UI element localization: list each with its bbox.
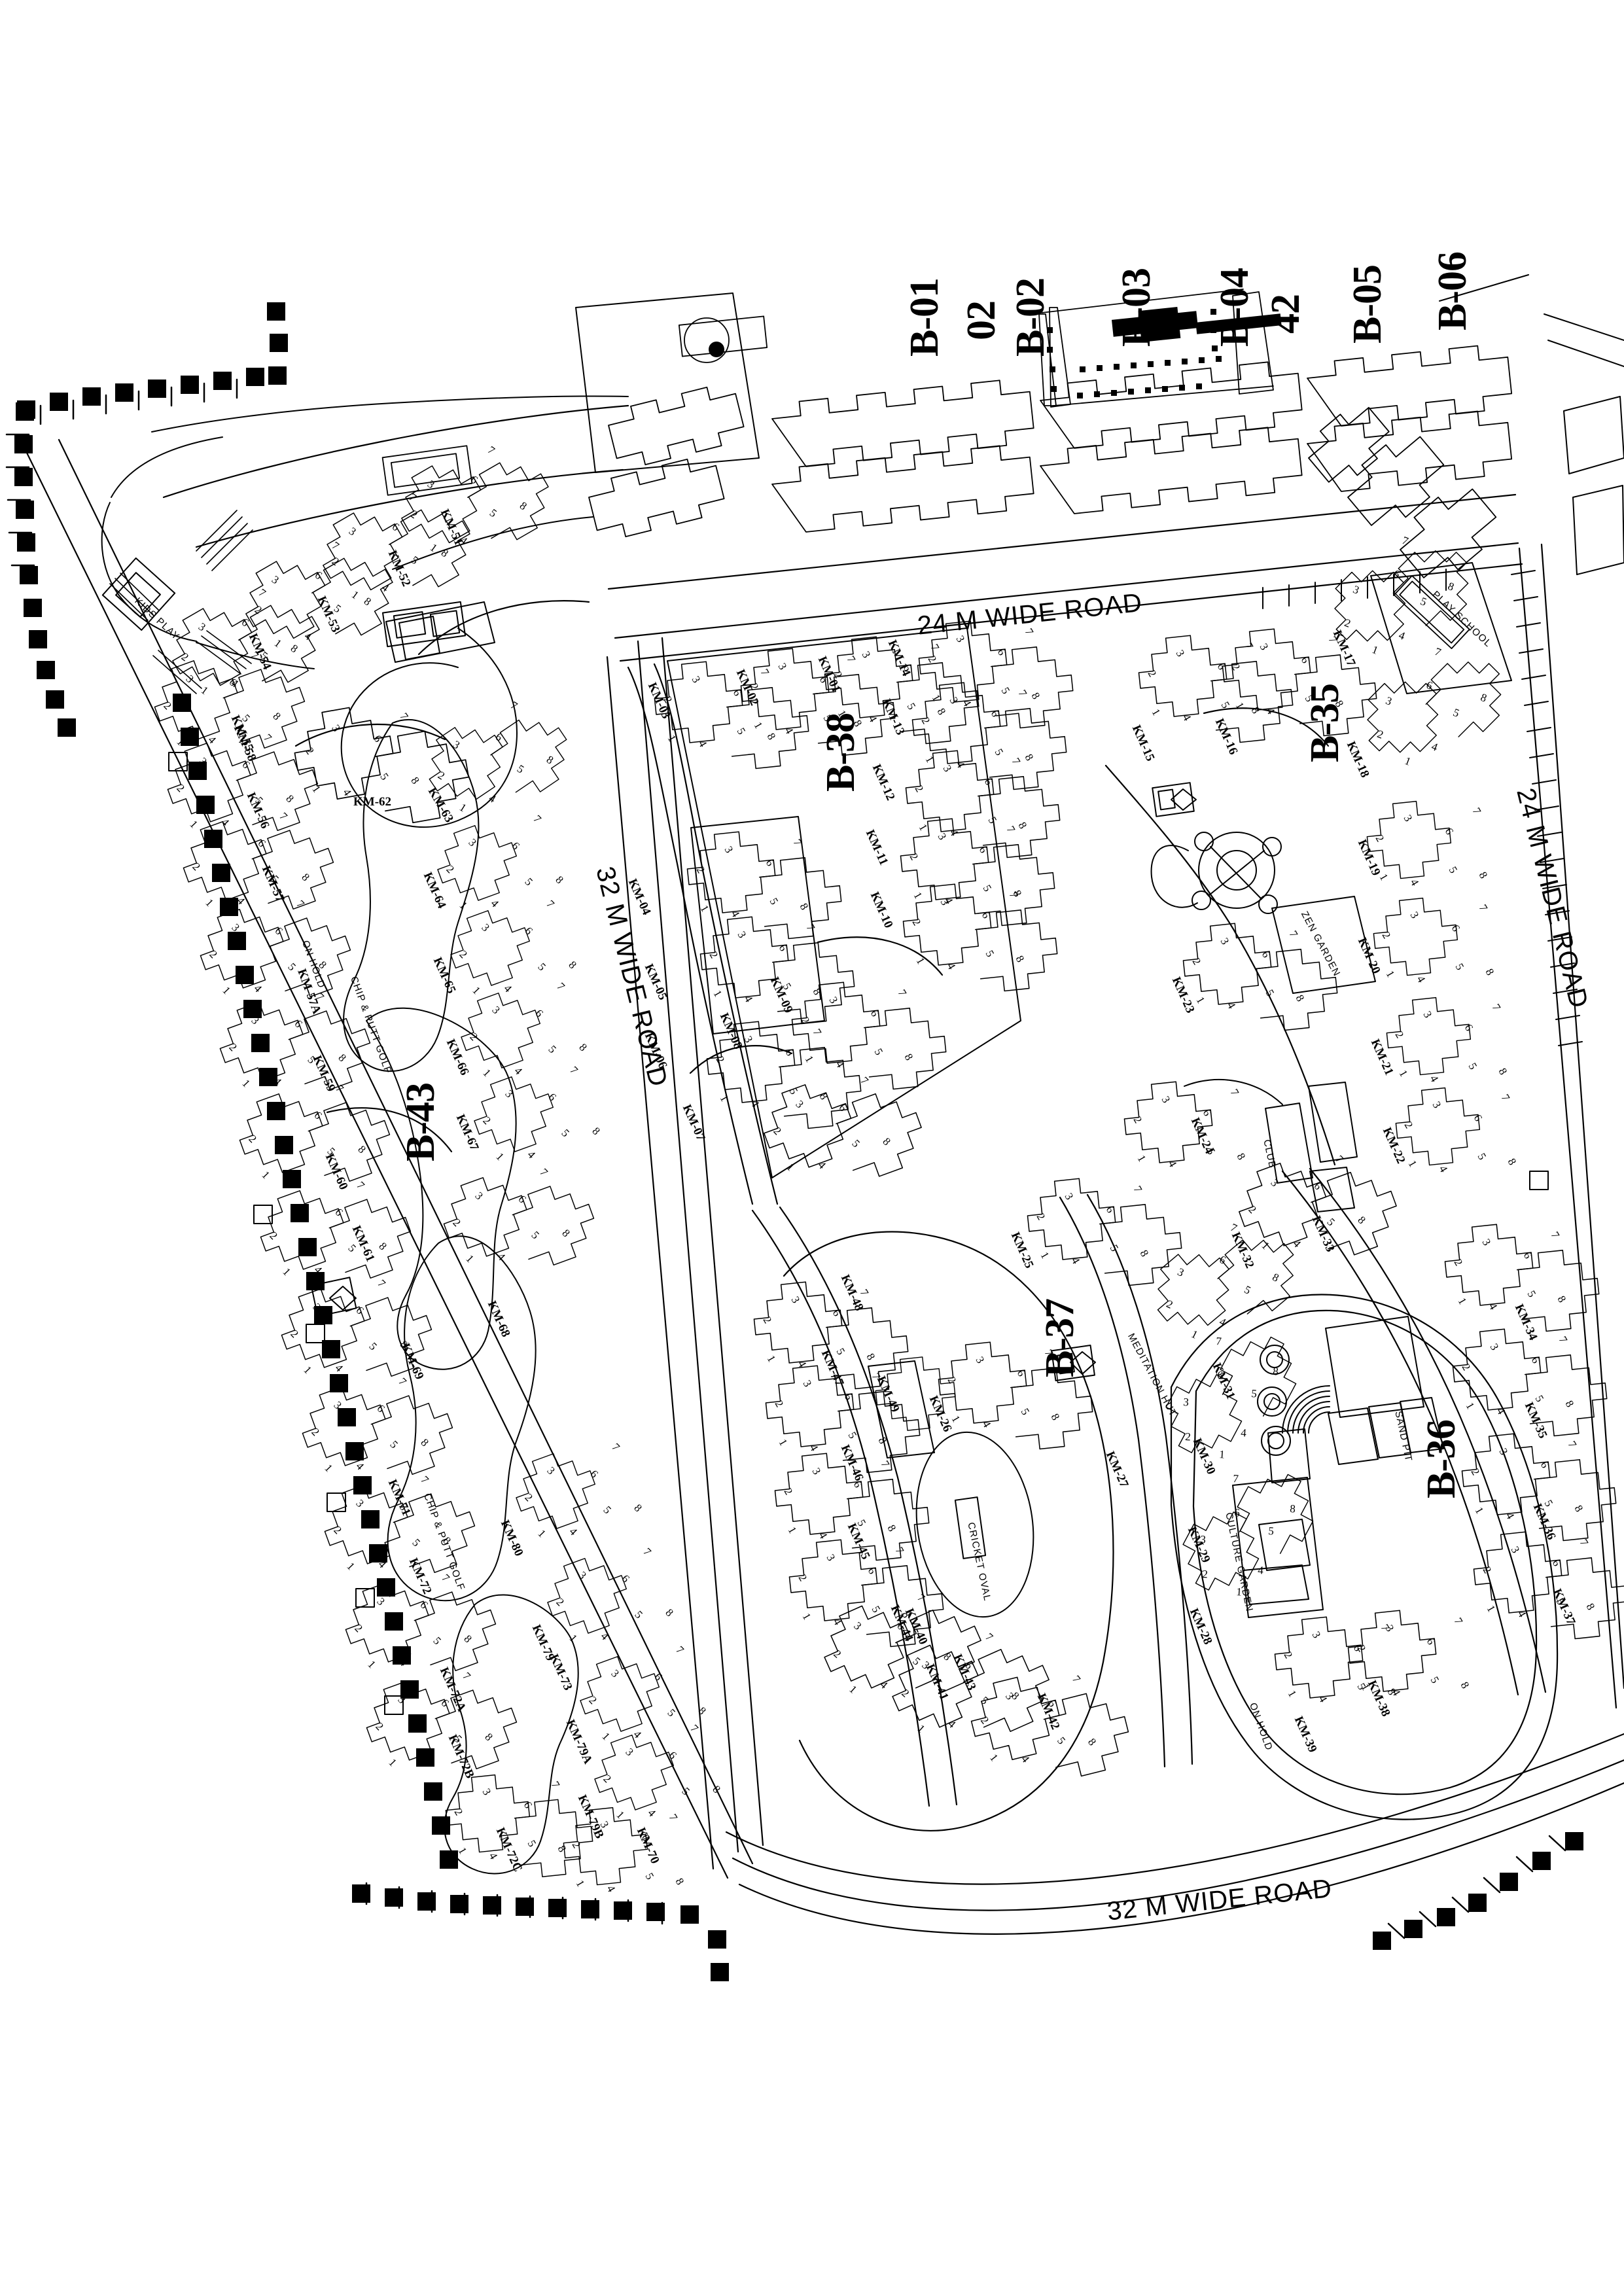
- top-terrace-rows: [109, 289, 1583, 1046]
- boundary-ticks: [5, 378, 1566, 1939]
- block-label-b-02: B-02: [1008, 278, 1053, 357]
- plot-number: 1: [1218, 1448, 1226, 1461]
- block-label-b-36: B-36: [1419, 1420, 1464, 1498]
- road-network: [25, 404, 1624, 1935]
- plot-label-km-62: KM-62: [353, 795, 392, 809]
- plot-number: 7: [1215, 1334, 1222, 1348]
- block-label-b-37: B-37: [1038, 1299, 1082, 1377]
- block-label-b-01: B-01: [902, 278, 947, 357]
- block-label-b-04: B-04: [1212, 268, 1257, 347]
- block-label-b-05: B-05: [1345, 265, 1390, 344]
- plot-number: 2: [1184, 1430, 1192, 1443]
- block-label-b-06: B-06: [1430, 252, 1475, 330]
- plot-number: 2: [1201, 1567, 1209, 1581]
- block-label-b-43: B-43: [398, 1083, 443, 1161]
- landscape-features: [101, 395, 629, 1875]
- plot-number: 5: [1267, 1524, 1275, 1538]
- parcel-outlines: [101, 274, 1624, 1715]
- block-label-b-03: B-03: [1114, 268, 1159, 347]
- plot-number: 7: [1232, 1472, 1239, 1485]
- plot-number: 4: [1240, 1426, 1247, 1439]
- plot-number: 3: [1199, 1533, 1207, 1546]
- block-label-b-42-partial: 42: [1263, 294, 1308, 334]
- plot-number: 4: [1257, 1563, 1264, 1577]
- block-label-b-02-partial: 02: [959, 301, 1004, 340]
- plot-number: 1: [1235, 1585, 1243, 1598]
- villa-clusters: [154, 462, 1624, 1886]
- plot-number: 5: [1250, 1386, 1258, 1400]
- plot-number: 3: [1182, 1396, 1190, 1409]
